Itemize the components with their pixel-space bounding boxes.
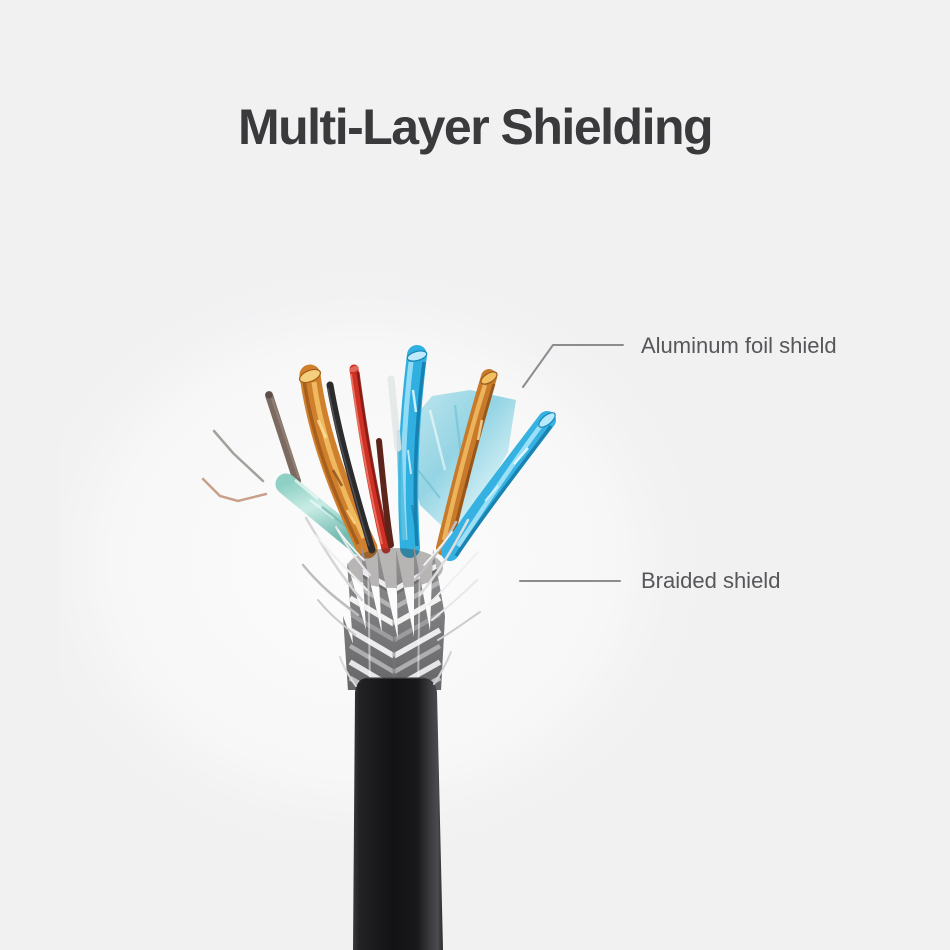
clear-wire: [387, 375, 402, 452]
cable-jacket: [339, 651, 452, 950]
maroon-wire: [376, 438, 394, 548]
braid-frays: [301, 516, 481, 641]
black-wire: [326, 381, 376, 554]
brown-wire: [265, 391, 301, 485]
annotation-label-aluminum-foil-shield: Aluminum foil shield: [641, 333, 837, 358]
page-title: Multi-Layer Shielding: [237, 99, 714, 155]
drain-wires: [201, 429, 268, 503]
red-wire: [349, 364, 392, 554]
teal-foil-wire: [275, 473, 371, 556]
aluminum-foil-wire-right: [441, 411, 556, 561]
braided-shield: [301, 516, 481, 690]
leader-line-aluminum: [522, 344, 624, 388]
annotation-label-braided-shield: Braided shield: [641, 568, 781, 593]
copper-foil-wire-left: [298, 364, 378, 559]
leader-lines: [519, 344, 624, 582]
copper-foil-wire-right: [436, 369, 498, 556]
wire-bundle: [201, 345, 556, 561]
